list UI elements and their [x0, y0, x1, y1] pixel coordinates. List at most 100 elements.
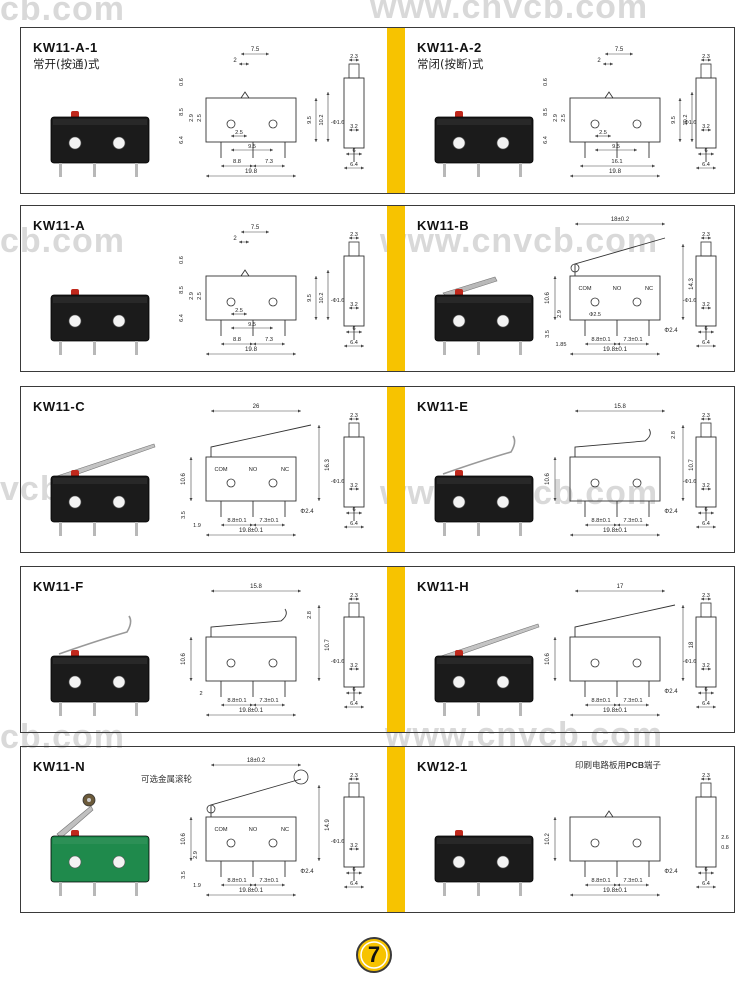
terminal-pin-icon — [93, 341, 96, 355]
terminal-pin-icon — [443, 341, 446, 355]
dim-side-pin: 3.2 — [350, 483, 358, 489]
label-nc: NC — [281, 827, 289, 833]
pcb-note-prefix: 印刷电路板用 — [575, 761, 627, 771]
mount-hole-icon — [68, 314, 82, 328]
label-com: COM — [578, 286, 591, 292]
terminal-pin-icon — [477, 163, 480, 177]
terminal-pin-icon — [443, 522, 446, 536]
dim-side-width: 2.3 — [702, 54, 710, 60]
dim-pin-diameter: Φ2.4 — [300, 869, 314, 875]
dim-side-6: 6 — [352, 687, 355, 693]
dim-pin-length: 3.5 — [545, 330, 551, 338]
dim-right-total: 10.2 — [319, 115, 325, 126]
mount-hole-icon — [496, 495, 510, 509]
hole-outline — [226, 838, 236, 848]
model-title: KW12-1 — [417, 759, 468, 774]
label-no: NO — [249, 467, 258, 473]
body-outline — [569, 456, 661, 502]
dim-side-width: 2.3 — [350, 773, 358, 779]
terminal-pin-icon — [443, 163, 446, 177]
dim-right-height: 9.5 — [307, 116, 313, 124]
body-outline — [569, 275, 661, 321]
side-view-drawing: 2.33-Φ1.63.266.4 — [331, 593, 365, 709]
dim-overall-length: 19.8 — [245, 168, 258, 175]
dim-side-6-4: 6.4 — [702, 162, 710, 168]
dim-side-pin: 3.2 — [702, 124, 710, 130]
dim-pin-offset: 1.9 — [193, 883, 201, 889]
switch-body-icon — [50, 475, 150, 523]
dim-overall-length: 19.8±0.1 — [603, 707, 628, 714]
dim-side-6-4: 6.4 — [350, 340, 358, 346]
mount-hole-icon — [452, 314, 466, 328]
page-number: 7 — [367, 942, 381, 967]
dim-overall-length: 19.8 — [609, 168, 622, 175]
dim-side-6-4: 6.4 — [702, 881, 710, 887]
body-outline — [569, 636, 661, 682]
dim-plunger-width: 2 — [597, 58, 601, 64]
dim-lever-tip: 2.8 — [671, 431, 677, 439]
dim-lever-length: 18±0.2 — [611, 217, 630, 223]
model-title: KW11-A-1 — [33, 40, 98, 55]
switch-body-icon — [434, 294, 534, 342]
dim-side-pin: 3.2 — [350, 843, 358, 849]
dim-lever-length: 17 — [617, 584, 624, 590]
hole-outline — [268, 658, 278, 668]
lever-icon — [442, 276, 498, 298]
option-note: 可选金属滚轮 — [141, 775, 193, 785]
dim-pin-diameter: Φ2.4 — [300, 509, 314, 515]
dim-pin-pitch-1: 8.8±0.1 — [227, 518, 246, 524]
switch-photo — [434, 830, 534, 896]
model-title: KW11-A-2 — [417, 40, 482, 55]
switch-body-icon — [50, 835, 150, 883]
label-nc: NC — [281, 467, 289, 473]
terminal-pin-icon — [59, 882, 62, 896]
terminal-pin-icon — [93, 522, 96, 536]
dim-pin-pitch-1: 8.8±0.1 — [227, 698, 246, 704]
switch-body-icon — [434, 655, 534, 703]
dim-total-height: 14.3 — [689, 278, 695, 290]
pcb-note-suffix: 端子 — [643, 761, 661, 771]
dim-hole-offset: 2.9 — [557, 310, 563, 318]
dim-pin-pitch-2: 7.3±0.1 — [623, 518, 642, 524]
dim-side-6-4: 6.4 — [702, 701, 710, 707]
dim-side-width: 2.3 — [350, 413, 358, 419]
dim-side-width: 2.3 — [702, 232, 710, 238]
side-body-outline — [343, 77, 365, 149]
dim-side-6: 6 — [704, 687, 707, 693]
dim-hole-offset-2: 2.5 — [197, 292, 203, 300]
dim-body-height: 10.6 — [181, 473, 187, 485]
dim-pin-pitch-1: 8.8 — [233, 159, 241, 165]
model-subtitle: 常开(按通)式 — [33, 57, 100, 71]
dim-pin-pitch-1: 8.8±0.1 — [227, 878, 246, 884]
terminal-pin-icon — [93, 702, 96, 716]
dim-side-6: 6 — [704, 507, 707, 513]
dim-side-pin-thick: 0.8 — [721, 845, 729, 851]
dim-plunger-width: 2 — [233, 236, 237, 242]
dim-hole-offset-2: 2.5 — [561, 114, 567, 122]
side-body-outline — [695, 77, 717, 149]
terminal-pin-icon — [135, 163, 138, 177]
switch-photo — [434, 435, 534, 536]
dim-hole-gap: 2.5 — [235, 130, 243, 136]
hole-outline — [268, 119, 278, 129]
dim-side-6: 6 — [704, 326, 707, 332]
dim-side-pin: 3.2 — [350, 663, 358, 669]
terminal-pin-icon — [477, 702, 480, 716]
dim-side-holes: 3-Φ1.6 — [683, 120, 696, 126]
dim-side-width: 2.3 — [350, 232, 358, 238]
wire-lever-icon — [58, 615, 132, 655]
dim-side-holes: 3-Φ1.6 — [683, 479, 696, 485]
body-outline — [569, 816, 661, 862]
dim-side-6: 6 — [352, 326, 355, 332]
side-view-drawing: 2.33-Φ1.63.266.4 — [683, 413, 717, 529]
side-view-drawing: 2.33-Φ1.63.266.4 — [331, 232, 365, 348]
dim-pin-pitch-1: 8.8±0.1 — [591, 878, 610, 884]
dim-pin-diameter: Φ2.4 — [664, 509, 678, 515]
